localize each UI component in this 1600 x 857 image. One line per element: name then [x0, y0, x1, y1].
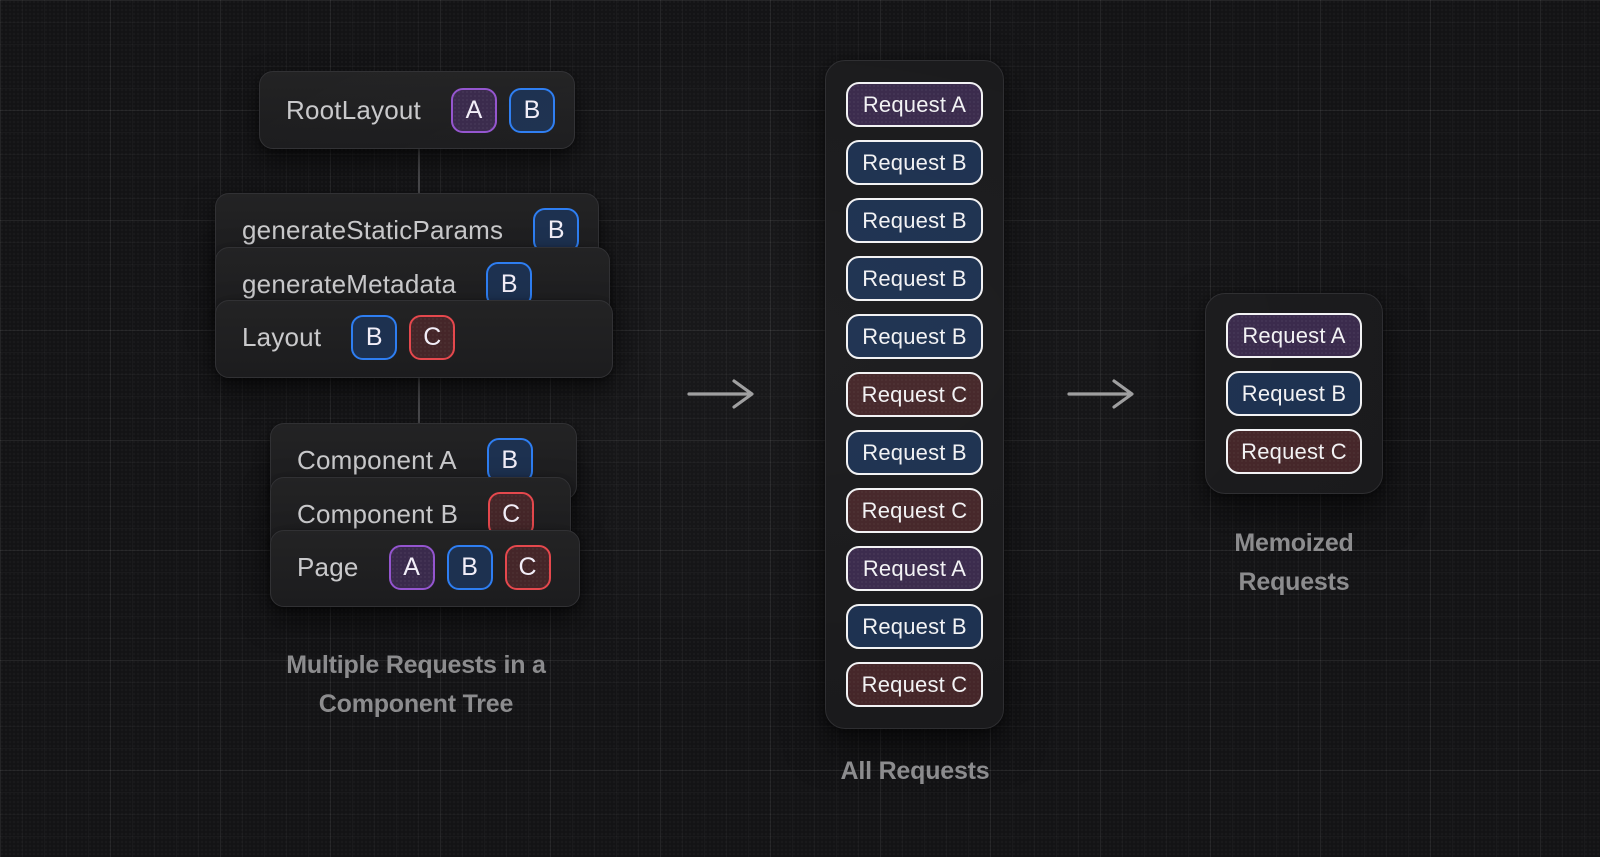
node-label: generateStaticParams — [242, 215, 504, 245]
request-pill: Request B — [846, 256, 983, 301]
arrow-right-icon — [687, 379, 754, 409]
memoized-requests-caption: Memoized Requests — [1174, 524, 1414, 602]
node-label: Component B — [297, 499, 459, 529]
node-label: Page — [297, 552, 359, 582]
request-badge-c: C — [488, 492, 535, 537]
badge-group: A B C — [388, 545, 551, 590]
all-requests-panel: Request A Request B Request B Request B … — [825, 60, 1004, 729]
request-pill: Request B — [846, 430, 983, 475]
request-pill: Request A — [846, 546, 983, 591]
connector-line — [418, 146, 420, 196]
node-label: generateMetadata — [242, 269, 457, 299]
request-pill: Request A — [1226, 313, 1362, 358]
node-label: Component A — [297, 445, 457, 475]
request-pill: Request C — [1226, 429, 1362, 474]
request-badge-a: A — [388, 545, 435, 590]
request-pill: Request A — [846, 82, 983, 127]
badge-group: A B — [450, 87, 555, 133]
tree-caption-line1: Multiple Requests in a — [286, 651, 546, 679]
node-label: RootLayout — [286, 94, 421, 125]
tree-node-rootlayout: RootLayout A B — [259, 71, 575, 149]
tree-node-layout: Layout B C — [215, 300, 613, 378]
request-pill: Request C — [846, 662, 983, 707]
request-pill: Request B — [1226, 371, 1362, 416]
memoized-caption-line1: Memoized — [1234, 529, 1354, 557]
tree-caption: Multiple Requests in a Component Tree — [236, 646, 596, 724]
badge-group: B C — [351, 315, 456, 360]
tree-caption-line2: Component Tree — [318, 690, 514, 718]
badge-group: C — [488, 492, 535, 537]
tree-node-page: Page A B C — [270, 530, 580, 607]
memoized-caption-line2: Requests — [1238, 568, 1350, 596]
request-badge-a: A — [450, 87, 497, 133]
request-pill: Request B — [846, 140, 983, 185]
request-badge-b: B — [508, 87, 555, 133]
memoized-requests-panel: Request A Request B Request C — [1205, 293, 1383, 494]
request-badge-b: B — [351, 315, 398, 360]
request-pill: Request C — [846, 488, 983, 533]
request-badge-b: B — [446, 545, 493, 590]
request-badge-c: C — [504, 545, 551, 590]
all-requests-caption: All Requests — [840, 757, 990, 785]
request-pill: Request B — [846, 604, 983, 649]
request-pill: Request C — [846, 372, 983, 417]
request-pill: Request B — [846, 198, 983, 243]
connector-line — [418, 374, 420, 426]
arrow-right-icon — [1067, 379, 1134, 409]
node-label: Layout — [242, 322, 322, 352]
request-badge-c: C — [409, 315, 456, 360]
request-pill: Request B — [846, 314, 983, 359]
